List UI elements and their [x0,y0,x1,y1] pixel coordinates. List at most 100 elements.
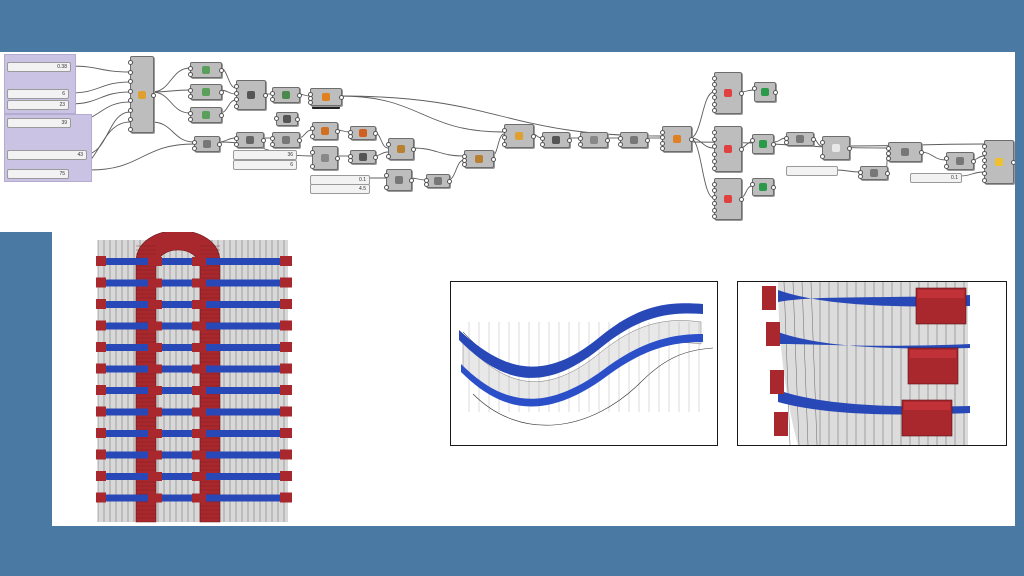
input-port[interactable] [982,157,987,163]
output-port[interactable] [339,95,344,100]
input-port[interactable] [982,164,987,170]
number-slider[interactable]: 43 [7,150,87,160]
input-port[interactable] [540,136,545,141]
output-port[interactable] [919,150,924,155]
gh-component[interactable] [502,124,536,148]
gh-component[interactable] [660,126,694,152]
gh-component[interactable] [820,136,852,160]
input-port[interactable] [462,162,467,167]
input-port[interactable] [308,100,313,105]
input-port[interactable] [270,142,275,147]
number-slider[interactable]: 6 [7,89,69,99]
gh-component[interactable] [188,107,224,123]
output-port[interactable] [739,91,744,96]
input-port[interactable] [424,182,429,187]
gh-component[interactable] [784,132,816,146]
input-port[interactable] [712,166,717,171]
gh-component[interactable] [578,132,610,148]
output-port[interactable] [409,178,414,183]
output-port[interactable] [1011,160,1015,165]
input-port[interactable] [192,140,197,145]
input-port[interactable] [982,144,987,149]
input-port[interactable] [660,140,665,146]
input-port[interactable] [886,146,891,151]
gh-component[interactable] [384,169,414,191]
input-port[interactable] [712,130,717,135]
gh-component[interactable] [462,150,496,168]
gh-component[interactable] [270,87,302,103]
input-port[interactable] [270,136,275,141]
gh-component[interactable] [234,80,268,110]
output-port[interactable] [971,159,976,164]
output-port[interactable] [217,142,222,147]
output-port[interactable] [151,92,156,98]
number-slider[interactable]: 0.1 [910,173,962,183]
input-port[interactable] [192,146,197,151]
input-port[interactable] [712,101,717,107]
input-port[interactable] [386,142,391,147]
gh-component[interactable] [712,126,744,172]
input-port[interactable] [820,154,825,159]
input-port[interactable] [188,117,193,122]
input-port[interactable] [618,142,623,147]
gh-component[interactable] [274,112,300,126]
gh-component[interactable] [750,134,776,154]
input-port[interactable] [310,164,315,169]
input-port[interactable] [886,151,891,156]
input-port[interactable] [712,88,717,94]
input-port[interactable] [712,214,717,219]
input-port[interactable] [348,158,353,163]
input-port[interactable] [578,142,583,147]
output-port[interactable] [739,197,744,202]
input-port[interactable] [660,146,665,151]
output-port[interactable] [771,142,776,147]
gh-component[interactable] [750,178,776,196]
input-port[interactable] [310,150,315,155]
output-port[interactable] [689,137,694,142]
output-port[interactable] [373,155,378,160]
output-port[interactable] [605,138,610,143]
input-port[interactable] [752,86,757,91]
input-port[interactable] [750,182,755,187]
output-port[interactable] [295,117,300,122]
input-port[interactable] [310,134,315,139]
gh-component[interactable] [886,142,924,162]
gh-component[interactable] [712,72,744,114]
input-port[interactable] [712,95,717,101]
input-port[interactable] [618,136,623,141]
input-port[interactable] [234,97,239,103]
input-port[interactable] [234,84,239,89]
output-port[interactable] [373,131,378,136]
number-slider[interactable]: 6 [233,160,297,170]
output-port[interactable] [219,113,224,118]
input-port[interactable] [386,154,391,159]
input-port[interactable] [660,135,665,141]
gh-component[interactable] [310,122,340,140]
output-port[interactable] [297,93,302,98]
input-port[interactable] [128,117,133,123]
input-port[interactable] [712,151,717,157]
output-port[interactable] [219,90,224,95]
output-port[interactable] [531,134,536,139]
gh-component[interactable] [128,56,156,133]
gh-component[interactable] [540,132,572,148]
input-port[interactable] [858,174,863,179]
gh-component[interactable] [618,132,650,148]
gh-component[interactable] [944,152,976,170]
input-port[interactable] [502,128,507,133]
input-port[interactable] [234,104,239,109]
input-port[interactable] [348,134,353,139]
output-port[interactable] [773,90,778,95]
input-port[interactable] [128,107,133,113]
input-port[interactable] [712,137,717,143]
input-port[interactable] [982,178,987,183]
gh-component[interactable] [424,174,452,188]
input-port[interactable] [128,88,133,94]
output-port[interactable] [447,179,452,184]
input-port[interactable] [384,185,389,190]
output-port[interactable] [567,138,572,143]
output-port[interactable] [261,138,266,143]
input-port[interactable] [982,171,987,177]
input-port[interactable] [712,188,717,194]
input-port[interactable] [188,88,193,93]
